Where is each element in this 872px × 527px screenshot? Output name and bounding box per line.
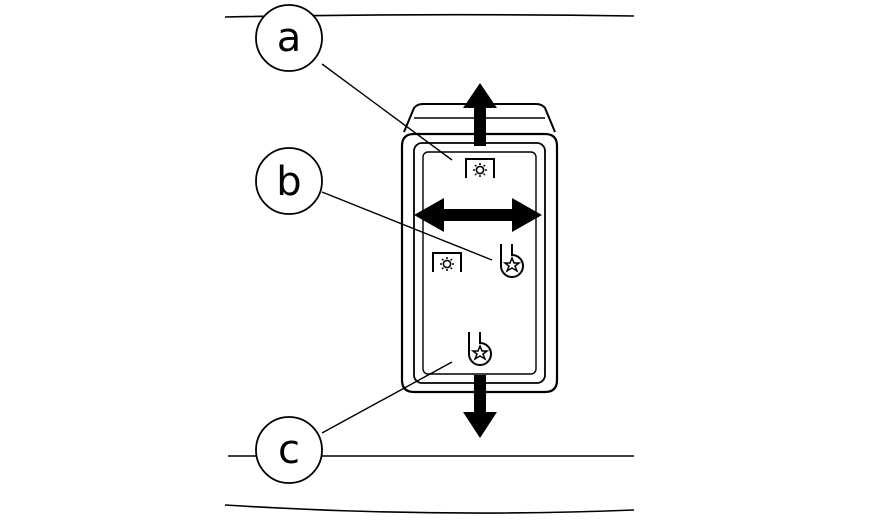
callout-a-label: a — [277, 15, 302, 61]
callout-b: b — [255, 147, 323, 215]
leader-line-a — [321, 63, 453, 161]
fan-blower-icon — [500, 244, 524, 278]
fan-blower-icon — [468, 332, 492, 366]
switch-face-inner — [422, 151, 537, 375]
panel-lower-edge — [224, 504, 635, 514]
callout-b-label: b — [276, 159, 301, 205]
callout-a: a — [255, 4, 323, 72]
work-light-icon — [432, 252, 462, 272]
work-light-icon — [465, 158, 495, 178]
rocker-switch[interactable] — [400, 103, 559, 394]
callout-c-label: c — [278, 427, 300, 473]
arrow-down-icon — [463, 375, 497, 438]
callout-c: c — [255, 416, 323, 484]
arrow-left-right-icon — [414, 198, 542, 232]
arrow-up-icon — [463, 83, 497, 146]
leader-line-b — [321, 191, 493, 261]
leader-line-c — [321, 361, 453, 434]
